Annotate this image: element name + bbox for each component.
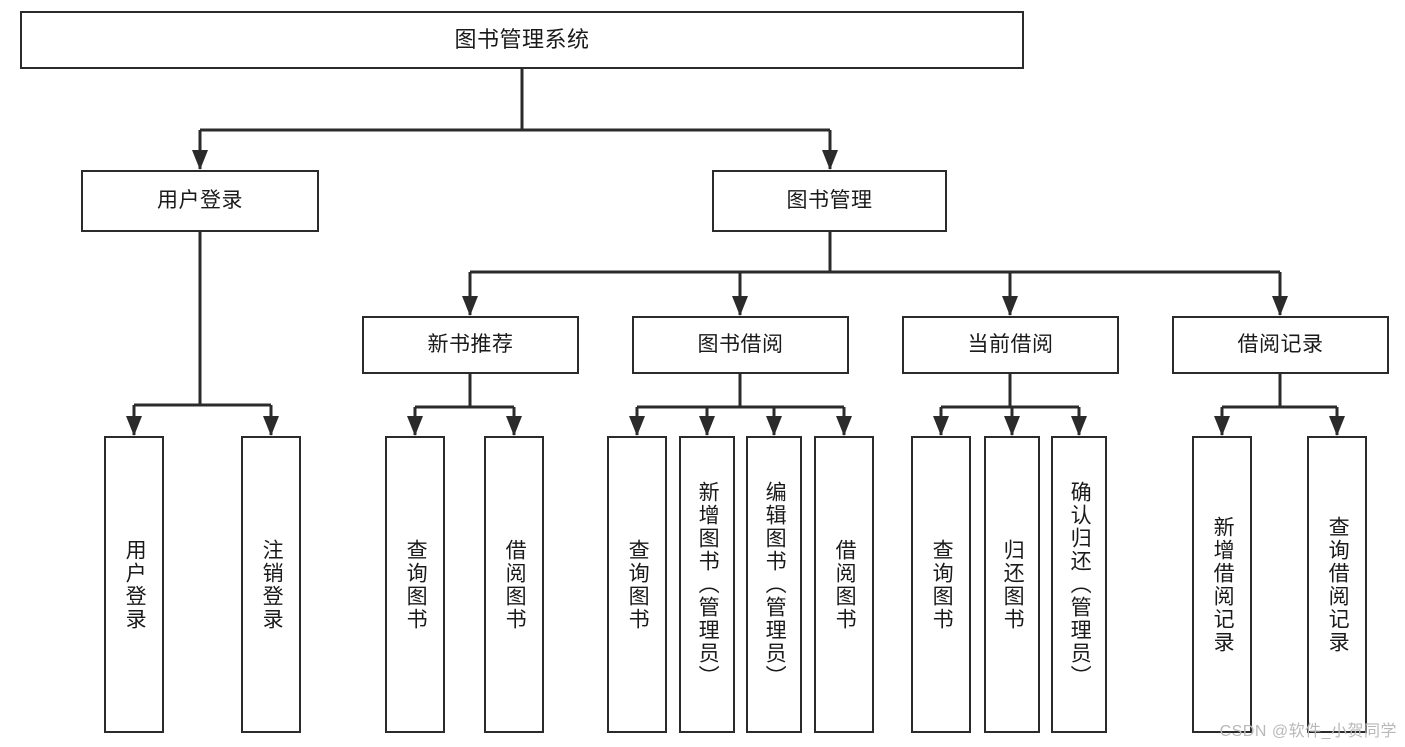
node-label: 借阅图书: [833, 538, 857, 631]
node-leaf-return-book[interactable]: 归还图书: [984, 436, 1040, 733]
node-label: 查询图书: [930, 538, 954, 631]
node-label: 借阅图书: [503, 538, 527, 631]
node-label: 新增图书（管理员）: [696, 481, 720, 688]
node-label: 新增借阅记录: [1211, 515, 1235, 654]
node-leaf-add-book[interactable]: 新增图书（管理员）: [679, 436, 735, 733]
node-leaf-query-book-1[interactable]: 查询图书: [385, 436, 445, 733]
node-leaf-user-login[interactable]: 用户登录: [104, 436, 164, 733]
node-label: 图书管理: [786, 188, 873, 212]
node-leaf-query-book-3[interactable]: 查询图书: [911, 436, 971, 733]
node-label: 查询图书: [626, 538, 650, 631]
watermark: CSDN @软件_小贺同学: [1219, 723, 1397, 740]
node-label: 用户登录: [123, 538, 147, 631]
node-leaf-add-borrow-record[interactable]: 新增借阅记录: [1192, 436, 1252, 733]
node-book-manage[interactable]: 图书管理: [712, 170, 947, 232]
node-label: 查询借阅记录: [1326, 515, 1350, 654]
node-user-login[interactable]: 用户登录: [81, 170, 319, 232]
node-label: 归还图书: [1001, 538, 1025, 631]
node-leaf-query-book-2[interactable]: 查询图书: [607, 436, 667, 733]
node-label: 借阅记录: [1237, 332, 1324, 356]
node-label: 编辑图书（管理员）: [763, 481, 787, 688]
node-label: 用户登录: [157, 188, 243, 212]
node-leaf-confirm-return[interactable]: 确认归还（管理员）: [1051, 436, 1107, 733]
node-borrow-record[interactable]: 借阅记录: [1172, 316, 1389, 374]
node-leaf-edit-book[interactable]: 编辑图书（管理员）: [746, 436, 802, 733]
node-label: 确认归还（管理员）: [1068, 481, 1092, 688]
node-new-book-recommend[interactable]: 新书推荐: [362, 316, 579, 374]
node-leaf-borrow-book-1[interactable]: 借阅图书: [484, 436, 544, 733]
node-label: 图书借阅: [697, 332, 784, 356]
node-label: 新书推荐: [427, 332, 514, 356]
node-leaf-borrow-book-2[interactable]: 借阅图书: [814, 436, 874, 733]
node-leaf-query-borrow-record[interactable]: 查询借阅记录: [1307, 436, 1367, 733]
node-root[interactable]: 图书管理系统: [20, 11, 1024, 69]
node-label: 查询图书: [404, 538, 428, 631]
node-current-borrow[interactable]: 当前借阅: [902, 316, 1119, 374]
node-label: 注销登录: [260, 538, 284, 631]
node-label: 当前借阅: [967, 332, 1054, 356]
node-leaf-logout[interactable]: 注销登录: [241, 436, 301, 733]
node-label: 图书管理系统: [454, 27, 590, 53]
node-book-borrow[interactable]: 图书借阅: [632, 316, 849, 374]
